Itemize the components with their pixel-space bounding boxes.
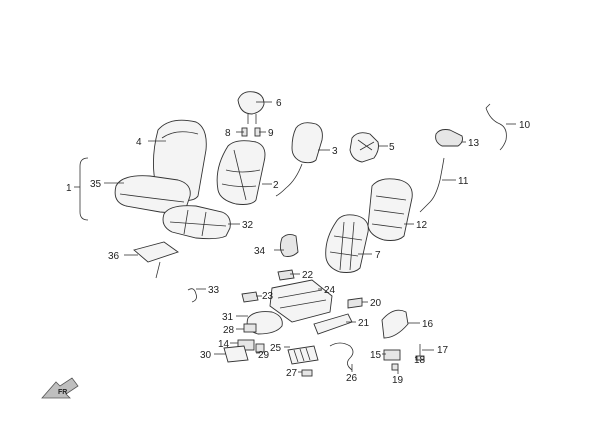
callout-14: 14 bbox=[218, 339, 230, 350]
callout-21: 21 bbox=[358, 318, 370, 329]
part-seat-cushion-cover bbox=[114, 175, 191, 213]
part-switch-group bbox=[237, 323, 265, 353]
callout-33: 33 bbox=[208, 285, 220, 296]
callout-15: 15 bbox=[370, 350, 382, 361]
callout-35: 35 bbox=[90, 179, 102, 190]
part-small-harness bbox=[187, 288, 197, 303]
callout-22: 22 bbox=[302, 270, 314, 281]
callout-23: 23 bbox=[262, 291, 274, 302]
callout-29: 29 bbox=[258, 350, 270, 361]
part-back-frame-upper bbox=[349, 132, 379, 163]
part-side-shield bbox=[313, 313, 353, 335]
callout-10: 10 bbox=[519, 120, 531, 131]
part-seat-back-frame bbox=[367, 178, 413, 241]
part-headrest-guides bbox=[241, 127, 261, 137]
callout-3: 3 bbox=[332, 146, 338, 157]
part-seat-frame bbox=[269, 279, 333, 323]
callout-16: 16 bbox=[422, 319, 434, 330]
callout-20: 20 bbox=[370, 298, 382, 309]
callout-36: 36 bbox=[108, 251, 120, 262]
callout-8: 8 bbox=[225, 128, 231, 139]
callout-4: 4 bbox=[136, 137, 142, 148]
assembly-bracket bbox=[74, 157, 89, 221]
callout-18: 18 bbox=[414, 355, 426, 366]
callout-17: 17 bbox=[437, 345, 449, 356]
part-harness-upper bbox=[485, 103, 507, 151]
part-seat-back-pad bbox=[216, 140, 266, 205]
callout-30: 30 bbox=[200, 350, 212, 361]
part-seat-back-frame-main bbox=[325, 214, 369, 273]
part-lower-harness bbox=[329, 342, 354, 371]
part-seat-switch bbox=[383, 349, 401, 371]
callout-26: 26 bbox=[346, 373, 358, 384]
callout-6: 6 bbox=[276, 98, 282, 109]
part-back-panel bbox=[275, 122, 323, 197]
callout-13: 13 bbox=[468, 138, 480, 149]
callout-28: 28 bbox=[223, 325, 235, 336]
leader-lines bbox=[104, 101, 516, 374]
part-headrest bbox=[237, 91, 265, 124]
part-cap-23 bbox=[241, 291, 259, 303]
part-clip-27 bbox=[301, 369, 313, 377]
callout-31: 31 bbox=[222, 312, 234, 323]
part-outer-shield bbox=[381, 309, 409, 339]
callout-24: 24 bbox=[324, 285, 336, 296]
part-grille bbox=[287, 345, 319, 365]
callout-34: 34 bbox=[254, 246, 266, 257]
front-marker-label: FR bbox=[58, 389, 67, 396]
callout-32: 32 bbox=[242, 220, 254, 231]
callout-11: 11 bbox=[458, 176, 469, 187]
part-seat-cushion-pad bbox=[162, 205, 231, 240]
part-harness-long bbox=[419, 157, 445, 213]
part-bracket-22 bbox=[277, 269, 295, 281]
part-module bbox=[435, 129, 463, 147]
part-knob-panel bbox=[223, 345, 249, 363]
callout-12: 12 bbox=[416, 220, 428, 231]
callout-7: 7 bbox=[375, 250, 381, 261]
callout-5: 5 bbox=[389, 142, 395, 153]
front-arrow-icon: FR bbox=[41, 377, 79, 399]
callout-25: 25 bbox=[270, 343, 282, 354]
part-side-trim bbox=[279, 233, 299, 257]
part-clip-20 bbox=[347, 297, 363, 309]
callout-27: 27 bbox=[286, 368, 298, 379]
callout-labels: 1 2 3 4 5 6 7 8 9 10 11 12 13 14 15 16 1… bbox=[66, 98, 531, 386]
callout-9: 9 bbox=[268, 128, 274, 139]
callout-1: 1 bbox=[66, 183, 72, 194]
callout-19: 19 bbox=[392, 375, 404, 386]
callout-2: 2 bbox=[273, 180, 279, 191]
part-cushion-panel bbox=[133, 241, 179, 279]
